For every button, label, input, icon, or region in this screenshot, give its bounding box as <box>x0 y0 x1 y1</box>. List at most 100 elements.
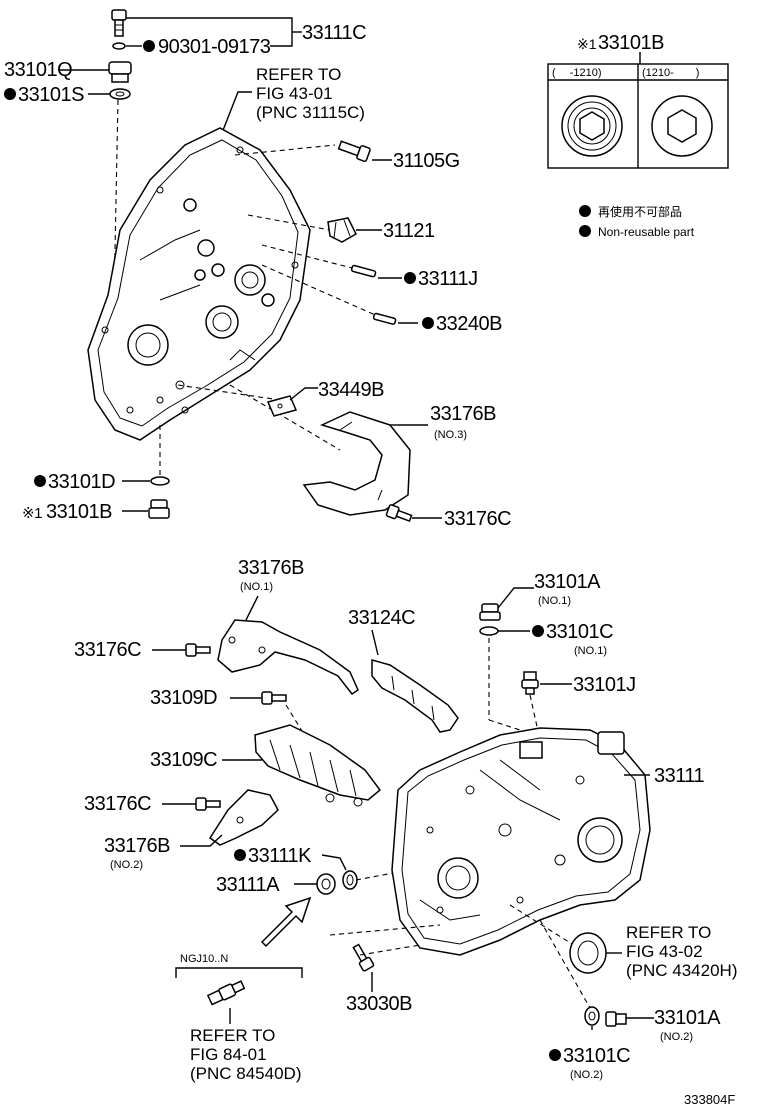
pin-33111j-icon <box>350 264 377 278</box>
refer-fig-84-01-line3: (PNC 84540D) <box>190 1064 302 1083</box>
bolt-33176c-icon <box>385 504 413 522</box>
label-90301-09173: 90301-09173 <box>158 36 271 58</box>
label-33111a: 33111A <box>216 874 280 896</box>
label-33101b: 33101B <box>46 501 112 523</box>
label-33111: 33111 <box>654 765 705 787</box>
label-33101b-prefix: ※1 <box>22 505 42 522</box>
bracket-33124c-icon <box>371 659 459 733</box>
legend-en: Non-reusable part <box>598 225 695 239</box>
non-reusable-dot-icon <box>4 88 16 100</box>
label-33109d: 33109D <box>150 687 217 709</box>
legend-jp: 再使用不可部品 <box>598 204 682 219</box>
refer-fig-43-02-line1: REFER TO <box>626 923 711 942</box>
figure-id: 333804F <box>684 1092 735 1107</box>
non-reusable-dot-icon <box>34 475 46 487</box>
plug-old-type-icon <box>561 95 623 157</box>
seal-33111k-icon <box>342 870 358 890</box>
bolt-33030b-icon <box>352 943 375 972</box>
non-reusable-dot-icon <box>143 40 155 52</box>
label-33176b-no3: 33176B <box>430 403 496 425</box>
label-33111j: 33111J <box>418 268 478 290</box>
non-reusable-dot-icon <box>579 225 591 237</box>
label-33240b: 33240B <box>436 313 502 335</box>
bolt-33176c-icon <box>185 643 211 657</box>
label-33101a-no1-sub: (NO.1) <box>538 595 571 607</box>
oil-seal-43420h-icon <box>569 932 607 974</box>
label-33101s: 33101S <box>18 84 84 106</box>
bracket-33176b-no1-icon <box>217 619 359 696</box>
bracket-31121-icon <box>327 217 357 243</box>
gasket-33101d-icon <box>150 476 170 486</box>
plug-33101a-no1-icon <box>479 603 501 621</box>
label-33111k: 33111K <box>248 845 312 867</box>
label-33176b-no1-sub: (NO.1) <box>240 581 273 593</box>
non-reusable-dot-icon <box>422 317 434 329</box>
label-33101q: 33101Q <box>4 59 72 81</box>
refer-fig-43-01-line1: REFER TO <box>256 65 341 84</box>
label-31105g: 31105G <box>393 150 460 172</box>
label-33030b: 33030B <box>346 993 412 1015</box>
heat-insulator-33176b-no3-icon <box>302 411 411 516</box>
direction-arrow-icon <box>260 896 312 948</box>
label-33449b: 33449B <box>318 379 384 401</box>
refer-fig-43-02-line3: (PNC 43420H) <box>626 961 738 980</box>
non-reusable-dot-icon <box>549 1049 561 1061</box>
refer-fig-84-01-line1: REFER TO <box>190 1026 275 1045</box>
label-33101a-no1: 33101A <box>534 571 601 593</box>
pin-33240b-icon <box>372 312 397 325</box>
refer-fig-84-01-line2: FIG 84-01 <box>190 1045 267 1064</box>
transaxle-case-upper-icon <box>87 127 311 441</box>
label-33176c-low: 33176C <box>84 793 151 815</box>
plug-new-type-icon <box>651 95 713 157</box>
plug-33101q-icon <box>108 61 132 83</box>
label-33176b-no2: 33176B <box>104 835 170 857</box>
non-reusable-dot-icon <box>404 272 416 284</box>
bracket-33449b-icon <box>266 395 298 417</box>
label-33101c-no1: 33101C <box>546 621 613 643</box>
plug-33101a-no2-icon <box>605 1011 627 1027</box>
label-33101a-no2-sub: (NO.2) <box>660 1031 693 1043</box>
non-reusable-dot-icon <box>532 625 544 637</box>
gasket-33101c-no2-icon <box>584 1006 600 1026</box>
label-33111c: 33111C <box>302 22 366 44</box>
label-33101c-no1-sub: (NO.1) <box>574 645 607 657</box>
label-31121: 31121 <box>383 220 435 242</box>
inset-col1: ( -1210) <box>552 67 602 79</box>
label-33101d: 33101D <box>48 471 115 493</box>
label-33101a-no2: 33101A <box>654 1007 721 1029</box>
label-33109c: 33109C <box>150 749 217 771</box>
bolt-33176c-icon <box>195 797 221 811</box>
label-33101c-no2-sub: (NO.2) <box>570 1069 603 1081</box>
gasket-33101c-no1-icon <box>479 626 499 636</box>
protector-33109c-icon <box>254 724 382 807</box>
label-33101c-no2: 33101C <box>563 1045 630 1067</box>
bolt-33111c-icon <box>111 9 127 37</box>
non-reusable-dot-icon <box>579 205 591 217</box>
label-33176b-no2-sub: (NO.2) <box>110 859 143 871</box>
label-33176c-top: 33176C <box>444 508 511 530</box>
label-33124c: 33124C <box>348 607 415 629</box>
label-33101j: 33101J <box>573 674 636 696</box>
label-33176c-mid: 33176C <box>74 639 141 661</box>
label-33176b-no3-sub: (NO.3) <box>434 429 467 441</box>
ngj-note: NGJ10..N <box>180 953 228 965</box>
inset-title-prefix: ※1 <box>577 36 597 52</box>
bracket-33176b-no2-icon <box>208 789 279 846</box>
gasket-90301-icon <box>112 42 126 50</box>
sensor-84540d-icon <box>206 980 246 1006</box>
switch-33101j-icon <box>521 671 539 695</box>
bolt-31105g-icon <box>337 140 371 163</box>
inset-col2: (1210- ) <box>642 67 699 79</box>
transaxle-case-33111-icon <box>391 727 651 956</box>
gasket-33101s-icon <box>109 88 131 100</box>
label-33176b-no1: 33176B <box>238 557 304 579</box>
inset-table <box>547 63 729 169</box>
refer-fig-43-02-line2: FIG 43-02 <box>626 942 703 961</box>
refer-fig-43-01-line3: (PNC 31115C) <box>256 103 365 122</box>
plug-33101b-icon <box>148 499 170 519</box>
seal-33111a-icon <box>316 873 336 895</box>
non-reusable-dot-icon <box>234 849 246 861</box>
bolt-33109d-icon <box>261 691 287 705</box>
inset-title: 33101B <box>598 32 664 54</box>
